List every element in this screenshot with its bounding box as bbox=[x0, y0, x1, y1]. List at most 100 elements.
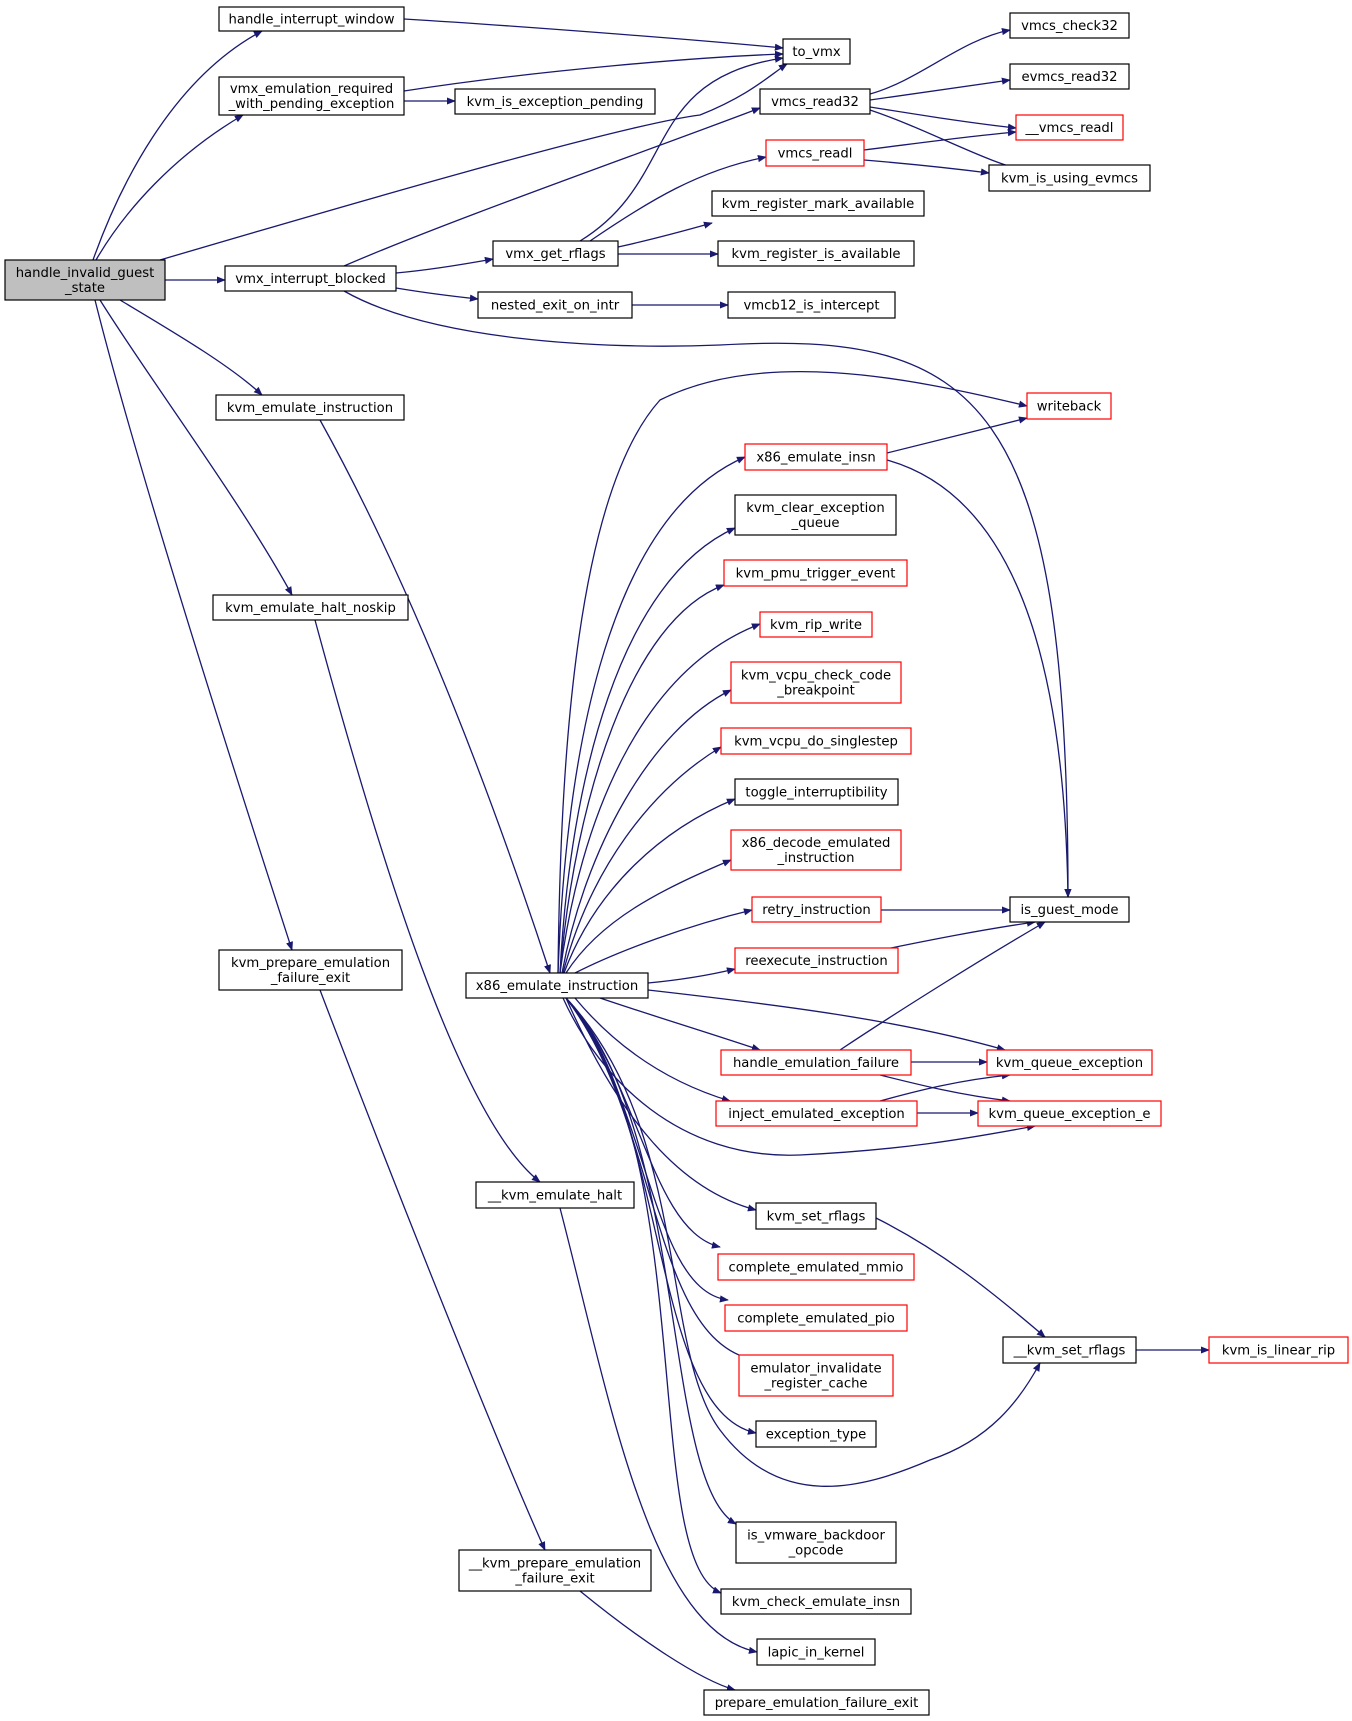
node-kvm_queue_exception[interactable]: kvm_queue_exception bbox=[986, 1049, 1153, 1076]
node-box bbox=[218, 949, 403, 991]
node-label: _queue bbox=[791, 516, 840, 531]
node-vmx_emulation_required[interactable]: vmx_emulation_required_with_pending_exce… bbox=[218, 76, 405, 116]
node-box bbox=[734, 778, 899, 806]
node-label: __vmcs_readl bbox=[1025, 121, 1114, 136]
node-label: _breakpoint bbox=[776, 684, 855, 699]
node-prepare_emulation_failure_exit[interactable]: prepare_emulation_failure_exit bbox=[703, 1689, 930, 1716]
node-vmcb12_is_intercept[interactable]: vmcb12_is_intercept bbox=[727, 291, 896, 319]
node-vmcs_read32[interactable]: vmcs_read32 bbox=[759, 88, 871, 115]
node-kvm_is_linear_rip[interactable]: kvm_is_linear_rip bbox=[1208, 1336, 1349, 1364]
node-box bbox=[759, 88, 871, 115]
edge-x86_emulate_instruction-to-kvm_queue_exception_e bbox=[562, 997, 1036, 1156]
node-evmcs_read32[interactable]: evmcs_read32 bbox=[1009, 63, 1130, 90]
node-kvm_is_using_evmcs[interactable]: kvm_is_using_evmcs bbox=[988, 164, 1151, 192]
node-box bbox=[986, 1049, 1153, 1076]
node-kvm_register_is_available[interactable]: kvm_register_is_available bbox=[717, 240, 915, 267]
node-x86_emulate_insn[interactable]: x86_emulate_insn bbox=[744, 443, 888, 471]
node-box bbox=[218, 6, 405, 32]
node-is_vmware_backdoor_opcode[interactable]: is_vmware_backdoor_opcode bbox=[735, 1521, 897, 1564]
node-emulator_invalidate_register_cache[interactable]: emulator_invalidate_register_cache bbox=[738, 1354, 894, 1397]
edge-vmcs_read32-to-vmcs_check32 bbox=[869, 28, 1011, 95]
node-kvm_set_rflags[interactable]: kvm_set_rflags bbox=[755, 1202, 877, 1230]
edge-inject_emulated_exception-to-kvm_queue_exception bbox=[879, 1072, 1011, 1102]
edge-vmx_get_rflags-to-vmcs_readl bbox=[589, 155, 767, 242]
node-label: kvm_queue_exception_e bbox=[989, 1107, 1151, 1122]
node-box bbox=[1009, 12, 1130, 39]
node-box bbox=[723, 559, 908, 587]
node-__kvm_set_rflags[interactable]: __kvm_set_rflags bbox=[1002, 1336, 1137, 1364]
node-kvm_is_exception_pending[interactable]: kvm_is_exception_pending bbox=[454, 88, 656, 115]
node-to_vmx[interactable]: to_vmx bbox=[782, 38, 851, 65]
node-vmx_interrupt_blocked[interactable]: vmx_interrupt_blocked bbox=[224, 265, 397, 292]
node-kvm_emulate_halt_noskip[interactable]: kvm_emulate_halt_noskip bbox=[212, 594, 409, 621]
node-vmx_get_rflags[interactable]: vmx_get_rflags bbox=[492, 240, 619, 267]
node-toggle_interruptibility[interactable]: toggle_interruptibility bbox=[734, 778, 899, 806]
node-__kvm_prepare_emulation_failure_exit[interactable]: __kvm_prepare_emulation_failure_exit bbox=[458, 1549, 652, 1592]
node-label: __kvm_prepare_emulation bbox=[468, 1557, 641, 1572]
node-complete_emulated_mmio[interactable]: complete_emulated_mmio bbox=[717, 1253, 915, 1281]
node-complete_emulated_pio[interactable]: complete_emulated_pio bbox=[724, 1304, 908, 1332]
node-box bbox=[720, 727, 912, 755]
edge-vmx_interrupt_blocked-to-vmcs_read32 bbox=[343, 107, 761, 267]
node-kvm_check_emulate_insn[interactable]: kvm_check_emulate_insn bbox=[720, 1588, 912, 1615]
node-kvm_pmu_trigger_event[interactable]: kvm_pmu_trigger_event bbox=[723, 559, 908, 587]
node-inject_emulated_exception[interactable]: inject_emulated_exception bbox=[715, 1100, 918, 1127]
node-box bbox=[717, 240, 915, 267]
node-kvm_queue_exception_e[interactable]: kvm_queue_exception_e bbox=[977, 1100, 1162, 1127]
edge-vmx_emulation_required-to-to_vmx bbox=[403, 50, 784, 92]
node-x86_emulate_instruction[interactable]: x86_emulate_instruction bbox=[465, 972, 649, 999]
edge-vmx_get_rflags-to-to_vmx bbox=[579, 55, 784, 242]
node-box bbox=[738, 1354, 894, 1397]
node-box bbox=[1009, 63, 1130, 90]
node-label: inject_emulated_exception bbox=[728, 1107, 905, 1122]
edge-x86_emulate_instruction-to-complete_emulated_mmio bbox=[565, 997, 721, 1249]
node-nested_exit_on_intr[interactable]: nested_exit_on_intr bbox=[477, 291, 633, 319]
node-kvm_prepare_emulation_failure_exit[interactable]: kvm_prepare_emulation_failure_exit bbox=[218, 949, 403, 991]
node-vmcs_readl[interactable]: vmcs_readl bbox=[765, 139, 865, 167]
node-label: to_vmx bbox=[792, 45, 840, 60]
node-__kvm_emulate_halt[interactable]: __kvm_emulate_halt bbox=[475, 1181, 635, 1209]
node-label: is_vmware_backdoor bbox=[747, 1529, 885, 1544]
node-exception_type[interactable]: exception_type bbox=[755, 1420, 877, 1448]
node-label: _with_pending_exception bbox=[228, 97, 395, 112]
node-retry_instruction[interactable]: retry_instruction bbox=[751, 896, 882, 923]
edge-root-to-to_vmx bbox=[159, 63, 788, 261]
edge-handle_interrupt_window-to-to_vmx bbox=[403, 18, 784, 51]
edge-x86_emulate_instruction-to-handle_emulation_failure bbox=[599, 997, 761, 1051]
node-root[interactable]: handle_invalid_guest_state bbox=[4, 259, 166, 301]
edge-x86_emulate_instruction-to-kvm_rip_write bbox=[559, 623, 761, 974]
node-kvm_register_mark_available[interactable]: kvm_register_mark_available bbox=[711, 190, 925, 217]
node-kvm_emulate_instruction[interactable]: kvm_emulate_instruction bbox=[215, 394, 405, 421]
node-label: exception_type bbox=[766, 1428, 867, 1443]
edge-handle_emulation_failure-to-kvm_queue_exception_e bbox=[879, 1074, 1011, 1104]
node-label: retry_instruction bbox=[762, 903, 871, 918]
edge-x86_emulate_instruction-to-kvm_vcpu_check_code_breakpoint bbox=[561, 689, 732, 974]
node-label: vmx_emulation_required bbox=[230, 82, 393, 97]
node-kvm_vcpu_do_singlestep[interactable]: kvm_vcpu_do_singlestep bbox=[720, 727, 912, 755]
edge-x86_emulate_instruction-to-x86_decode_emulated_instruction bbox=[565, 859, 732, 974]
edge-x86_emulate_instruction-to-exception_type bbox=[565, 997, 757, 1435]
node-label: __kvm_set_rflags bbox=[1013, 1344, 1126, 1359]
node-kvm_vcpu_check_code_breakpoint[interactable]: kvm_vcpu_check_code_breakpoint bbox=[730, 661, 902, 704]
node-writeback[interactable]: writeback bbox=[1026, 392, 1112, 420]
node-handle_interrupt_window[interactable]: handle_interrupt_window bbox=[218, 6, 405, 32]
node-label: handle_emulation_failure bbox=[733, 1056, 899, 1071]
node-handle_emulation_failure[interactable]: handle_emulation_failure bbox=[720, 1049, 912, 1076]
node-label: __kvm_emulate_halt bbox=[487, 1189, 622, 1204]
edge-x86_emulate_instruction-to-kvm_queue_exception bbox=[647, 989, 1006, 1052]
node-box bbox=[724, 1304, 908, 1332]
node-box bbox=[224, 265, 397, 292]
node-kvm_clear_exception_queue[interactable]: kvm_clear_exception_queue bbox=[734, 494, 897, 536]
node-reexecute_instruction[interactable]: reexecute_instruction bbox=[734, 947, 899, 974]
node-vmcs_check32[interactable]: vmcs_check32 bbox=[1009, 12, 1130, 39]
node-lapic_in_kernel[interactable]: lapic_in_kernel bbox=[756, 1638, 876, 1666]
edge-root-to-kvm_emulate_instruction bbox=[119, 299, 263, 396]
node-kvm_rip_write[interactable]: kvm_rip_write bbox=[759, 611, 873, 638]
node-label: _state bbox=[64, 281, 105, 296]
node-__vmcs_readl[interactable]: __vmcs_readl bbox=[1015, 114, 1124, 141]
node-x86_decode_emulated_instruction[interactable]: x86_decode_emulated_instruction bbox=[730, 829, 902, 871]
node-is_guest_mode[interactable]: is_guest_mode bbox=[1009, 896, 1130, 923]
node-label: kvm_prepare_emulation bbox=[231, 956, 390, 971]
edge-x86_emulate_instruction-to-retry_instruction bbox=[574, 908, 753, 974]
